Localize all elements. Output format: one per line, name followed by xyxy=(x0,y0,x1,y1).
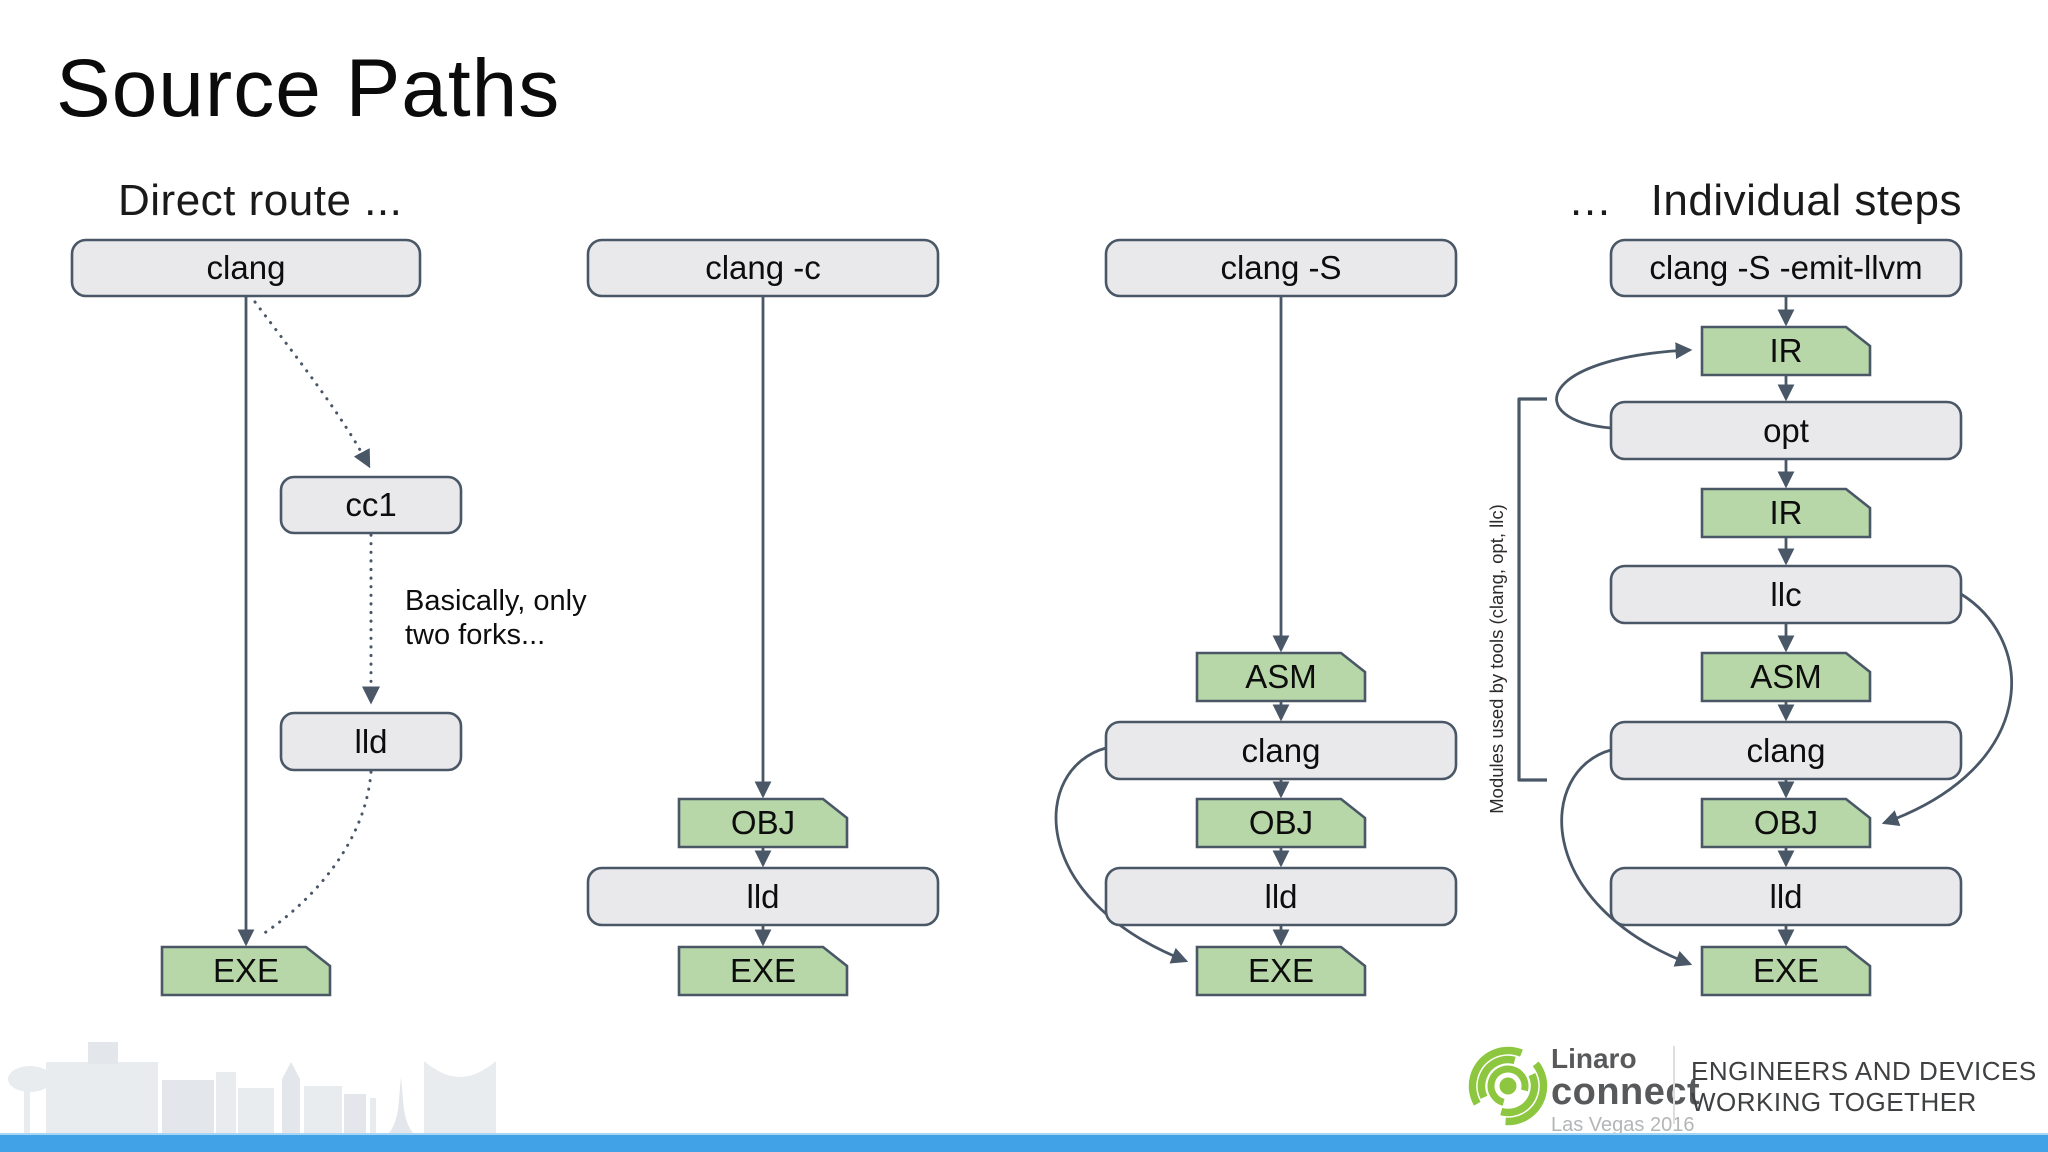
modules-bracket-label: Modules used by tools (clang, opt, llc) xyxy=(1486,504,1507,814)
node-lld3-box xyxy=(1104,866,1458,927)
node-lld2-box xyxy=(586,866,940,927)
curve-clang-to-exe xyxy=(1054,746,1189,964)
node-exe3-label: EXE xyxy=(1248,952,1314,989)
node-llc-box xyxy=(1609,564,1963,625)
logo-center-dot xyxy=(1499,1077,1517,1095)
node-emitllvm-label: clang -S -emit-llvm xyxy=(1649,249,1922,286)
brand-block: Linaro connect Las Vegas 2016 xyxy=(1551,1044,1700,1138)
logo-ring-middle xyxy=(1477,1055,1539,1117)
col3-edges xyxy=(1054,296,1290,964)
page-title: Source Paths xyxy=(56,43,561,134)
tagline-line1: ENGINEERS AND DEVICES xyxy=(1691,1056,2037,1086)
node-exe4-label: EXE xyxy=(1753,952,1819,989)
footer-divider xyxy=(1673,1046,1675,1124)
node-clang3-box xyxy=(1104,720,1458,781)
brand-connect: connect xyxy=(1551,1071,1701,1113)
brand-linaro: Linaro xyxy=(1551,1043,1637,1074)
node-exe3-box xyxy=(1195,945,1367,997)
node-ir1-label: IR xyxy=(1770,332,1803,369)
node-clangS-label: clang -S xyxy=(1220,249,1341,286)
brand-las-vegas-2016: Las Vegas 2016 xyxy=(1551,1114,1695,1136)
node-clang4-label: clang xyxy=(1747,732,1826,769)
node-clangS-box xyxy=(1104,238,1458,298)
node-asm3-box xyxy=(1195,651,1367,703)
node-lld1-box xyxy=(279,711,463,772)
col1-nodes: clang cc1 lld EXE xyxy=(70,238,463,997)
node-cc1-label: cc1 xyxy=(345,486,396,523)
node-obj3-box xyxy=(1195,797,1367,849)
node-exe4-box xyxy=(1700,945,1872,997)
node-clangc-label: clang -c xyxy=(705,249,821,286)
node-llc-label: llc xyxy=(1770,576,1801,613)
col2-nodes: clang -c OBJ lld EXE xyxy=(586,238,940,997)
node-exe1-box xyxy=(160,945,332,997)
node-exe2-label: EXE xyxy=(730,952,796,989)
node-obj2-box xyxy=(677,797,849,849)
header-individual-steps: … Individual steps xyxy=(1568,176,1962,225)
dotted-arrow-clang-to-cc1 xyxy=(253,300,371,469)
node-opt-box xyxy=(1609,400,1963,461)
col4-nodes: clang -S -emit-llvm IR opt IR llc ASM cl… xyxy=(1609,238,1963,997)
node-lld4-box xyxy=(1609,866,1963,927)
col1-edges xyxy=(237,296,380,947)
node-lld4-label: lld xyxy=(1769,878,1802,915)
node-exe1-label: EXE xyxy=(213,952,279,989)
node-ir1-box xyxy=(1700,325,1872,377)
node-exe2-box xyxy=(677,945,849,997)
node-lld3-label: lld xyxy=(1264,878,1297,915)
dotted-line-lld-to-exe xyxy=(258,770,373,938)
col4-edges: Modules used by tools (clang, opt, llc) xyxy=(1486,296,2013,967)
linaro-connect-logo xyxy=(1468,1046,1548,1126)
node-lld2-label: lld xyxy=(746,878,779,915)
node-obj4-box xyxy=(1700,797,1872,849)
node-cc1-box xyxy=(279,475,463,535)
curve-clang-to-exe xyxy=(1560,748,1693,967)
node-clang-label: clang xyxy=(207,249,286,286)
curve-llc-to-obj xyxy=(1881,592,2013,827)
modules-bracket xyxy=(1517,397,1547,782)
node-clang4-box xyxy=(1609,720,1963,781)
footer-tagline: ENGINEERS AND DEVICES WORKING TOGETHER xyxy=(1691,1056,2037,1118)
node-asm4-label: ASM xyxy=(1750,658,1822,695)
node-ir2-label: IR xyxy=(1770,494,1803,531)
logo-rings xyxy=(1468,1046,1548,1126)
node-asm3-label: ASM xyxy=(1245,658,1317,695)
col3-nodes: clang -S ASM clang OBJ lld EXE xyxy=(1104,238,1458,997)
node-clangc-box xyxy=(586,238,940,298)
header-direct-route: Direct route ... xyxy=(118,176,403,225)
node-lld1-label: lld xyxy=(354,723,387,760)
node-obj4-label: OBJ xyxy=(1754,804,1818,841)
node-clang-box xyxy=(70,238,422,298)
node-emitllvm-box xyxy=(1609,238,1963,298)
node-clang3-label: clang xyxy=(1242,732,1321,769)
node-obj2-label: OBJ xyxy=(731,804,795,841)
curve-opt-to-ir1 xyxy=(1555,342,1693,430)
note-two-forks: Basically, only two forks... xyxy=(405,585,587,651)
vegas-skyline-decoration xyxy=(8,1042,496,1137)
node-ir2-box xyxy=(1700,487,1872,539)
node-obj3-label: OBJ xyxy=(1249,804,1313,841)
node-opt-label: opt xyxy=(1763,412,1809,449)
bottom-accent-bar xyxy=(0,1133,2048,1152)
node-asm4-box xyxy=(1700,651,1872,703)
tagline-line2: WORKING TOGETHER xyxy=(1691,1087,1977,1117)
